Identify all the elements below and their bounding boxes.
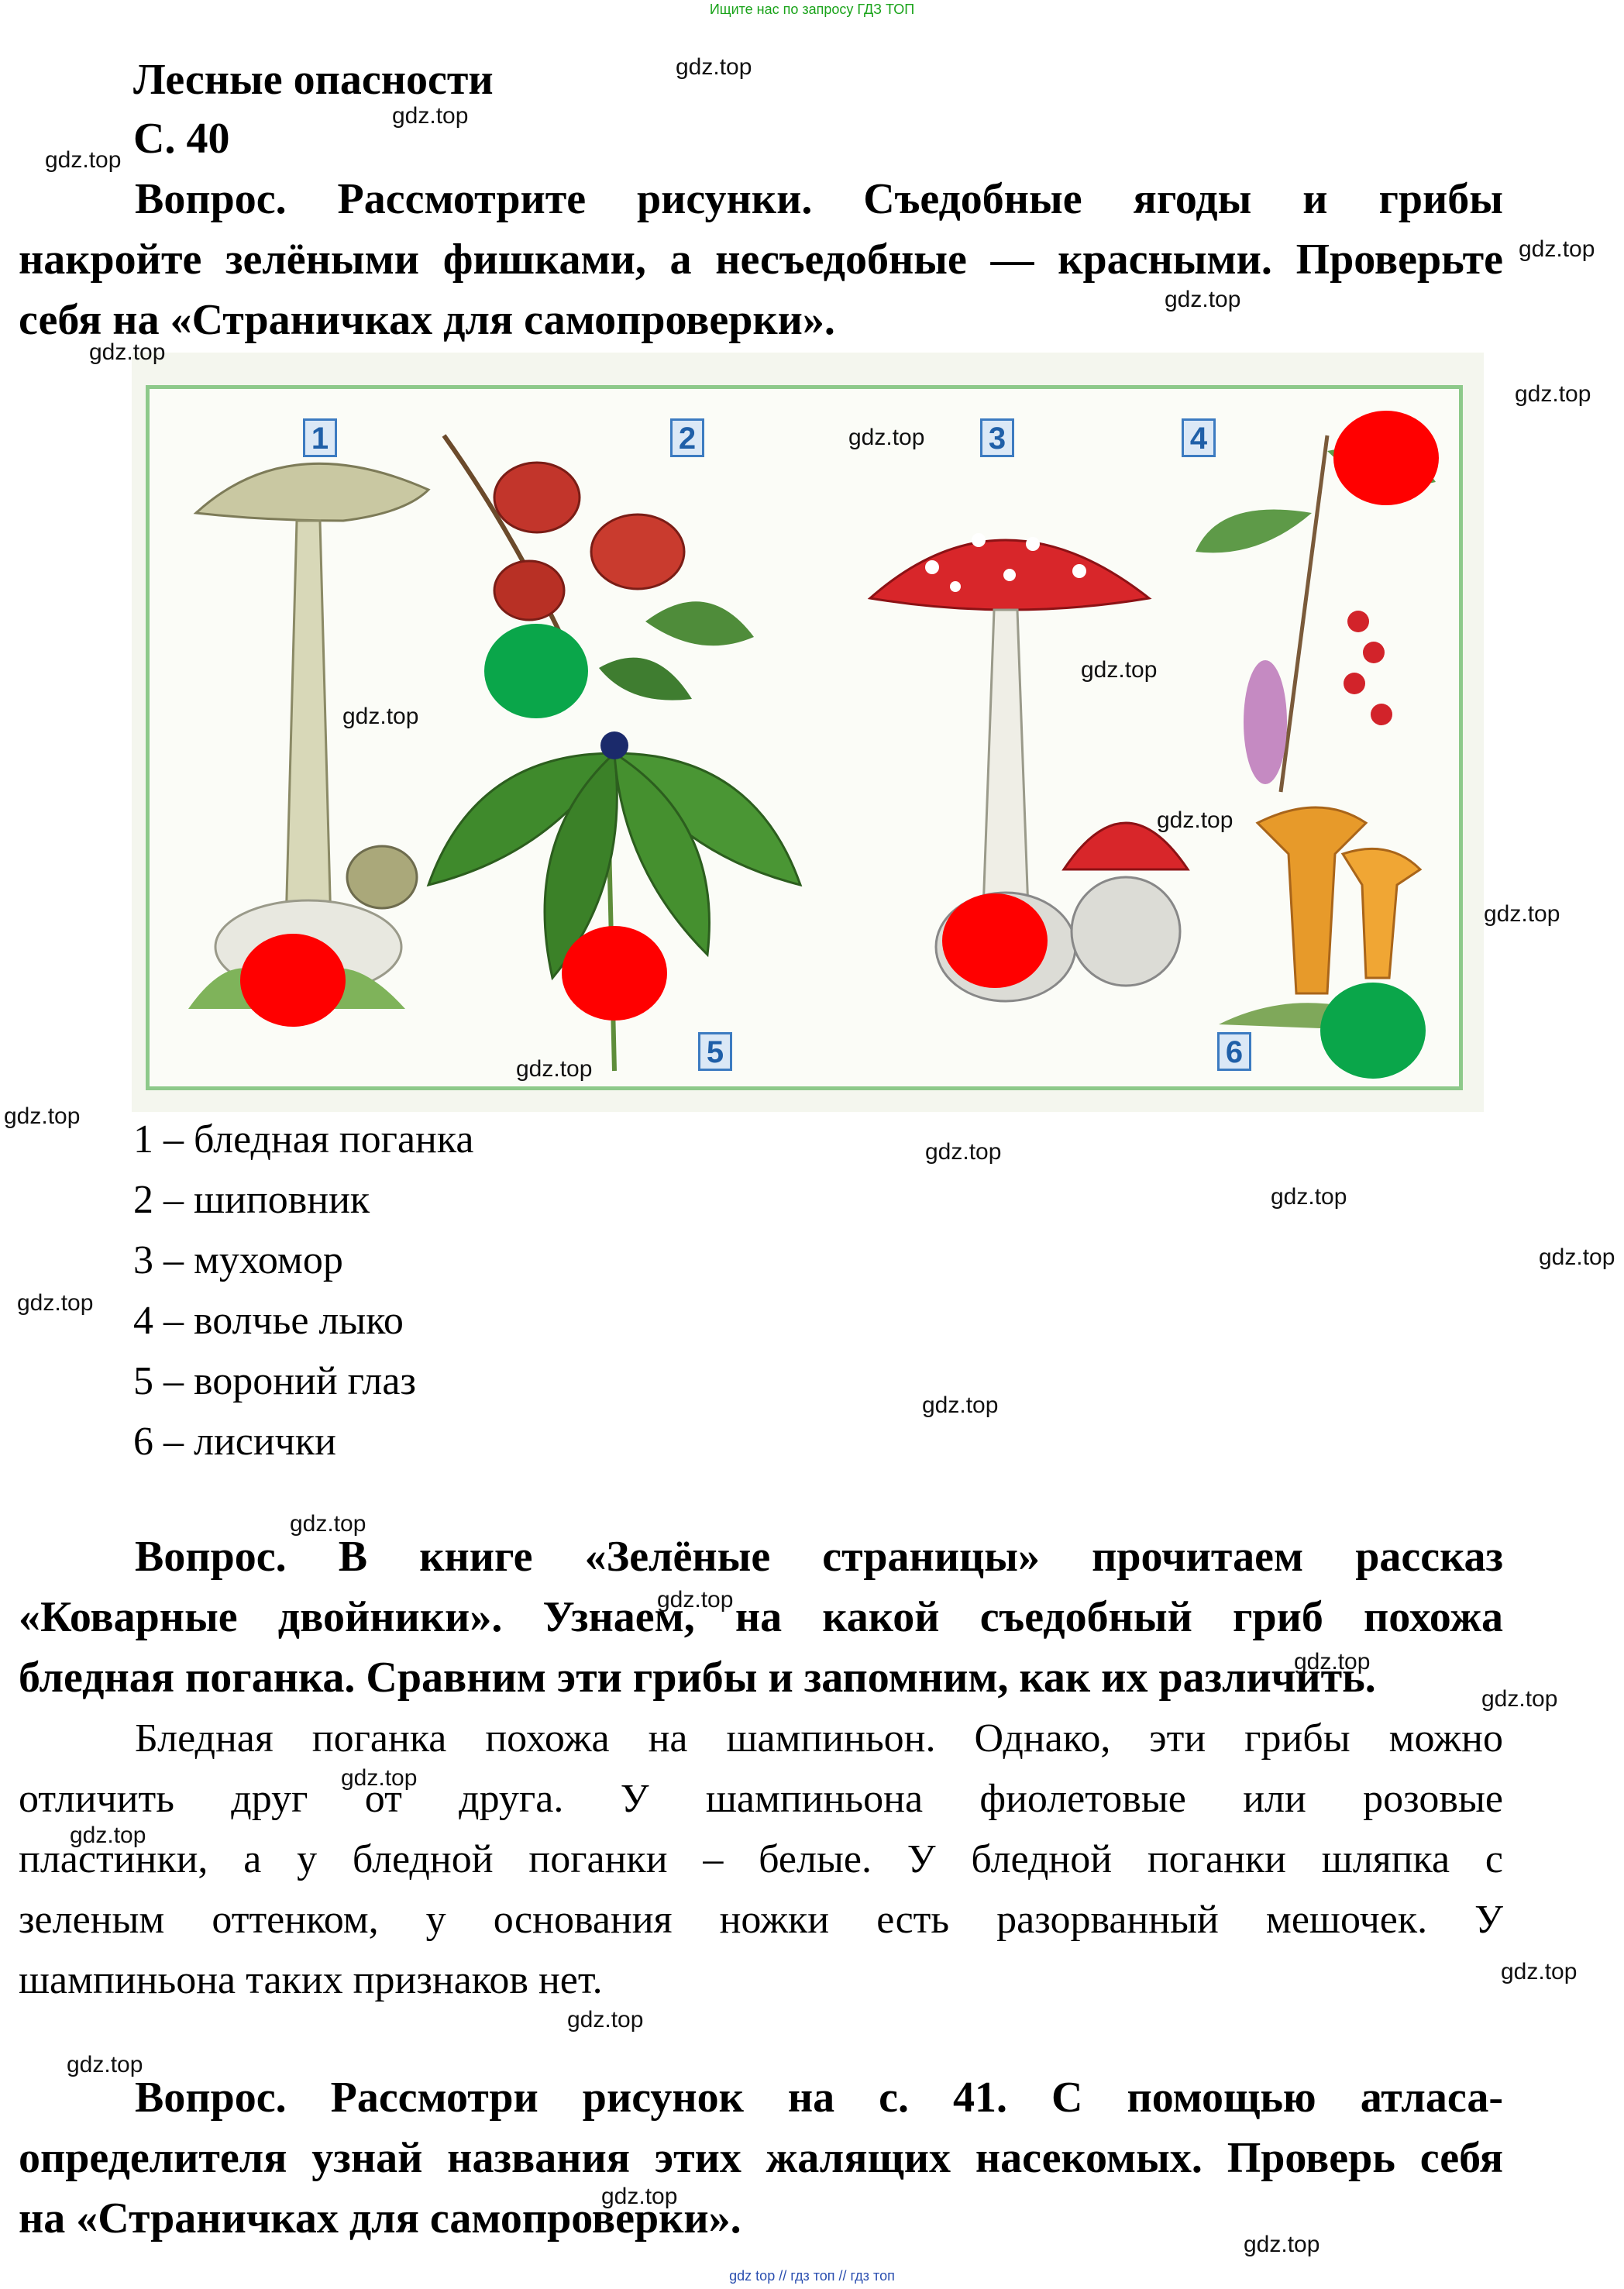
green-chip-rose-hip bbox=[484, 624, 588, 718]
watermark: gdz.top bbox=[1165, 287, 1241, 312]
watermark: gdz.top bbox=[657, 1587, 734, 1613]
watermark: gdz.top bbox=[4, 1103, 81, 1129]
watermark: gdz.top bbox=[1484, 901, 1560, 927]
answer-2-line: шампиньона таких признаков нет. bbox=[19, 1958, 603, 2002]
figure-number-4: 4 bbox=[1182, 418, 1216, 457]
watermark: gdz.top bbox=[70, 1823, 146, 1848]
question-3-line: Вопрос. Рассмотри рисунок на с. 41. С по… bbox=[135, 2074, 1503, 2122]
red-chip-fly-agaric bbox=[942, 893, 1048, 988]
red-chip-herb-paris bbox=[562, 926, 667, 1021]
answer-item: 1 – бледная поганка bbox=[133, 1117, 474, 1162]
figure-number-2: 2 bbox=[670, 418, 704, 457]
watermark: gdz.top bbox=[1501, 1959, 1578, 1984]
watermark: gdz.top bbox=[1481, 1686, 1558, 1712]
answer-2: Бледная поганка похожа на шампиньон. Одн… bbox=[19, 1709, 1503, 2011]
question-3-line: на «Страничках для самопроверки». bbox=[19, 2194, 741, 2243]
answer-item: 3 – мухомор bbox=[133, 1238, 343, 1282]
question-2-line: бледная поганка. Сравним эти грибы и зап… bbox=[19, 1654, 1376, 1702]
watermark: gdz.top bbox=[341, 1765, 418, 1791]
question-1-line: себя на «Страничках для самопроверки». bbox=[19, 296, 835, 344]
answer-item: 4 – волчье лыко bbox=[133, 1299, 404, 1343]
watermark: gdz.top bbox=[1539, 1244, 1615, 1270]
page-title: Лесные опасности bbox=[133, 56, 494, 104]
watermark: gdz.top bbox=[67, 2052, 143, 2077]
watermark: gdz.top bbox=[676, 54, 752, 80]
answer-item: 6 – лисички bbox=[133, 1420, 336, 1464]
watermark: gdz.top bbox=[922, 1392, 999, 1418]
watermark: gdz.top bbox=[17, 1290, 94, 1316]
figure-number-6: 6 bbox=[1217, 1032, 1251, 1071]
figure-number-3: 3 bbox=[980, 418, 1014, 457]
question-2: Вопрос. В книге «Зелёные страницы» прочи… bbox=[19, 1527, 1503, 1708]
page-number: С. 40 bbox=[133, 115, 230, 163]
question-1-line: накройте зелёными фишками, а несъедобные… bbox=[19, 236, 1503, 284]
figure-number-1: 1 bbox=[303, 418, 337, 457]
question-2-line: «Коварные двойники». Узнаем, на какой съ… bbox=[19, 1593, 1503, 1641]
watermark: gdz.top bbox=[1157, 807, 1233, 833]
answer-2-line: пластинки, а у бледной поганки – белые. … bbox=[19, 1837, 1503, 1881]
top-banner: Ищите нас по запросу ГДЗ ТОП bbox=[709, 2, 915, 17]
question-3-line: определителя узнай названия этих жалящих… bbox=[19, 2134, 1503, 2182]
watermark: gdz.top bbox=[925, 1139, 1002, 1165]
watermark: gdz.top bbox=[342, 704, 419, 729]
question-3: Вопрос. Рассмотри рисунок на с. 41. С по… bbox=[19, 2067, 1503, 2249]
watermark: gdz.top bbox=[1244, 2232, 1320, 2257]
red-chip-death-cap bbox=[240, 934, 346, 1027]
watermark: gdz.top bbox=[1081, 657, 1158, 683]
answer-2-line: зеленым оттенком, у основания ножки есть… bbox=[19, 1898, 1503, 1942]
herb-paris-plant bbox=[426, 731, 803, 1072]
watermark: gdz.top bbox=[1271, 1184, 1347, 1210]
watermark: gdz.top bbox=[1294, 1649, 1371, 1675]
answer-list: 1 – бледная поганка 2 – шиповник 3 – мух… bbox=[133, 1110, 473, 1472]
watermark: gdz.top bbox=[45, 147, 122, 173]
answer-item: 5 – вороний глаз bbox=[133, 1359, 416, 1403]
watermark: gdz.top bbox=[601, 2184, 678, 2209]
watermark: gdz.top bbox=[290, 1511, 366, 1537]
question-1: Вопрос. Рассмотрите рисунки. Съедобные я… bbox=[19, 169, 1503, 350]
watermark: gdz.top bbox=[848, 425, 925, 450]
figure-number-5: 5 bbox=[698, 1032, 732, 1071]
death-cap-mushroom bbox=[188, 462, 431, 1009]
answer-2-line: отличить друг от друга. У шампиньона фио… bbox=[19, 1777, 1503, 1821]
mushrooms-berries-illustration bbox=[188, 434, 1436, 1072]
watermark: gdz.top bbox=[567, 2007, 644, 2033]
watermark: gdz.top bbox=[1515, 381, 1591, 407]
red-chip-mezereon bbox=[1333, 411, 1439, 505]
watermark: gdz.top bbox=[89, 339, 166, 365]
question-2-line: Вопрос. В книге «Зелёные страницы» прочи… bbox=[135, 1533, 1503, 1581]
watermark: gdz.top bbox=[1519, 236, 1595, 262]
green-chip-chanterelles bbox=[1320, 983, 1426, 1079]
answer-2-line: Бледная поганка похожа на шампиньон. Одн… bbox=[135, 1716, 1503, 1761]
watermark: gdz.top bbox=[392, 103, 469, 129]
answer-item: 2 – шиповник bbox=[133, 1178, 370, 1222]
bottom-banner: gdz top // гдз топ // гдз топ bbox=[729, 2268, 895, 2284]
question-1-line: Вопрос. Рассмотрите рисунки. Съедобные я… bbox=[135, 175, 1503, 223]
rose-hip-plant bbox=[442, 434, 754, 700]
watermark: gdz.top bbox=[516, 1056, 593, 1082]
